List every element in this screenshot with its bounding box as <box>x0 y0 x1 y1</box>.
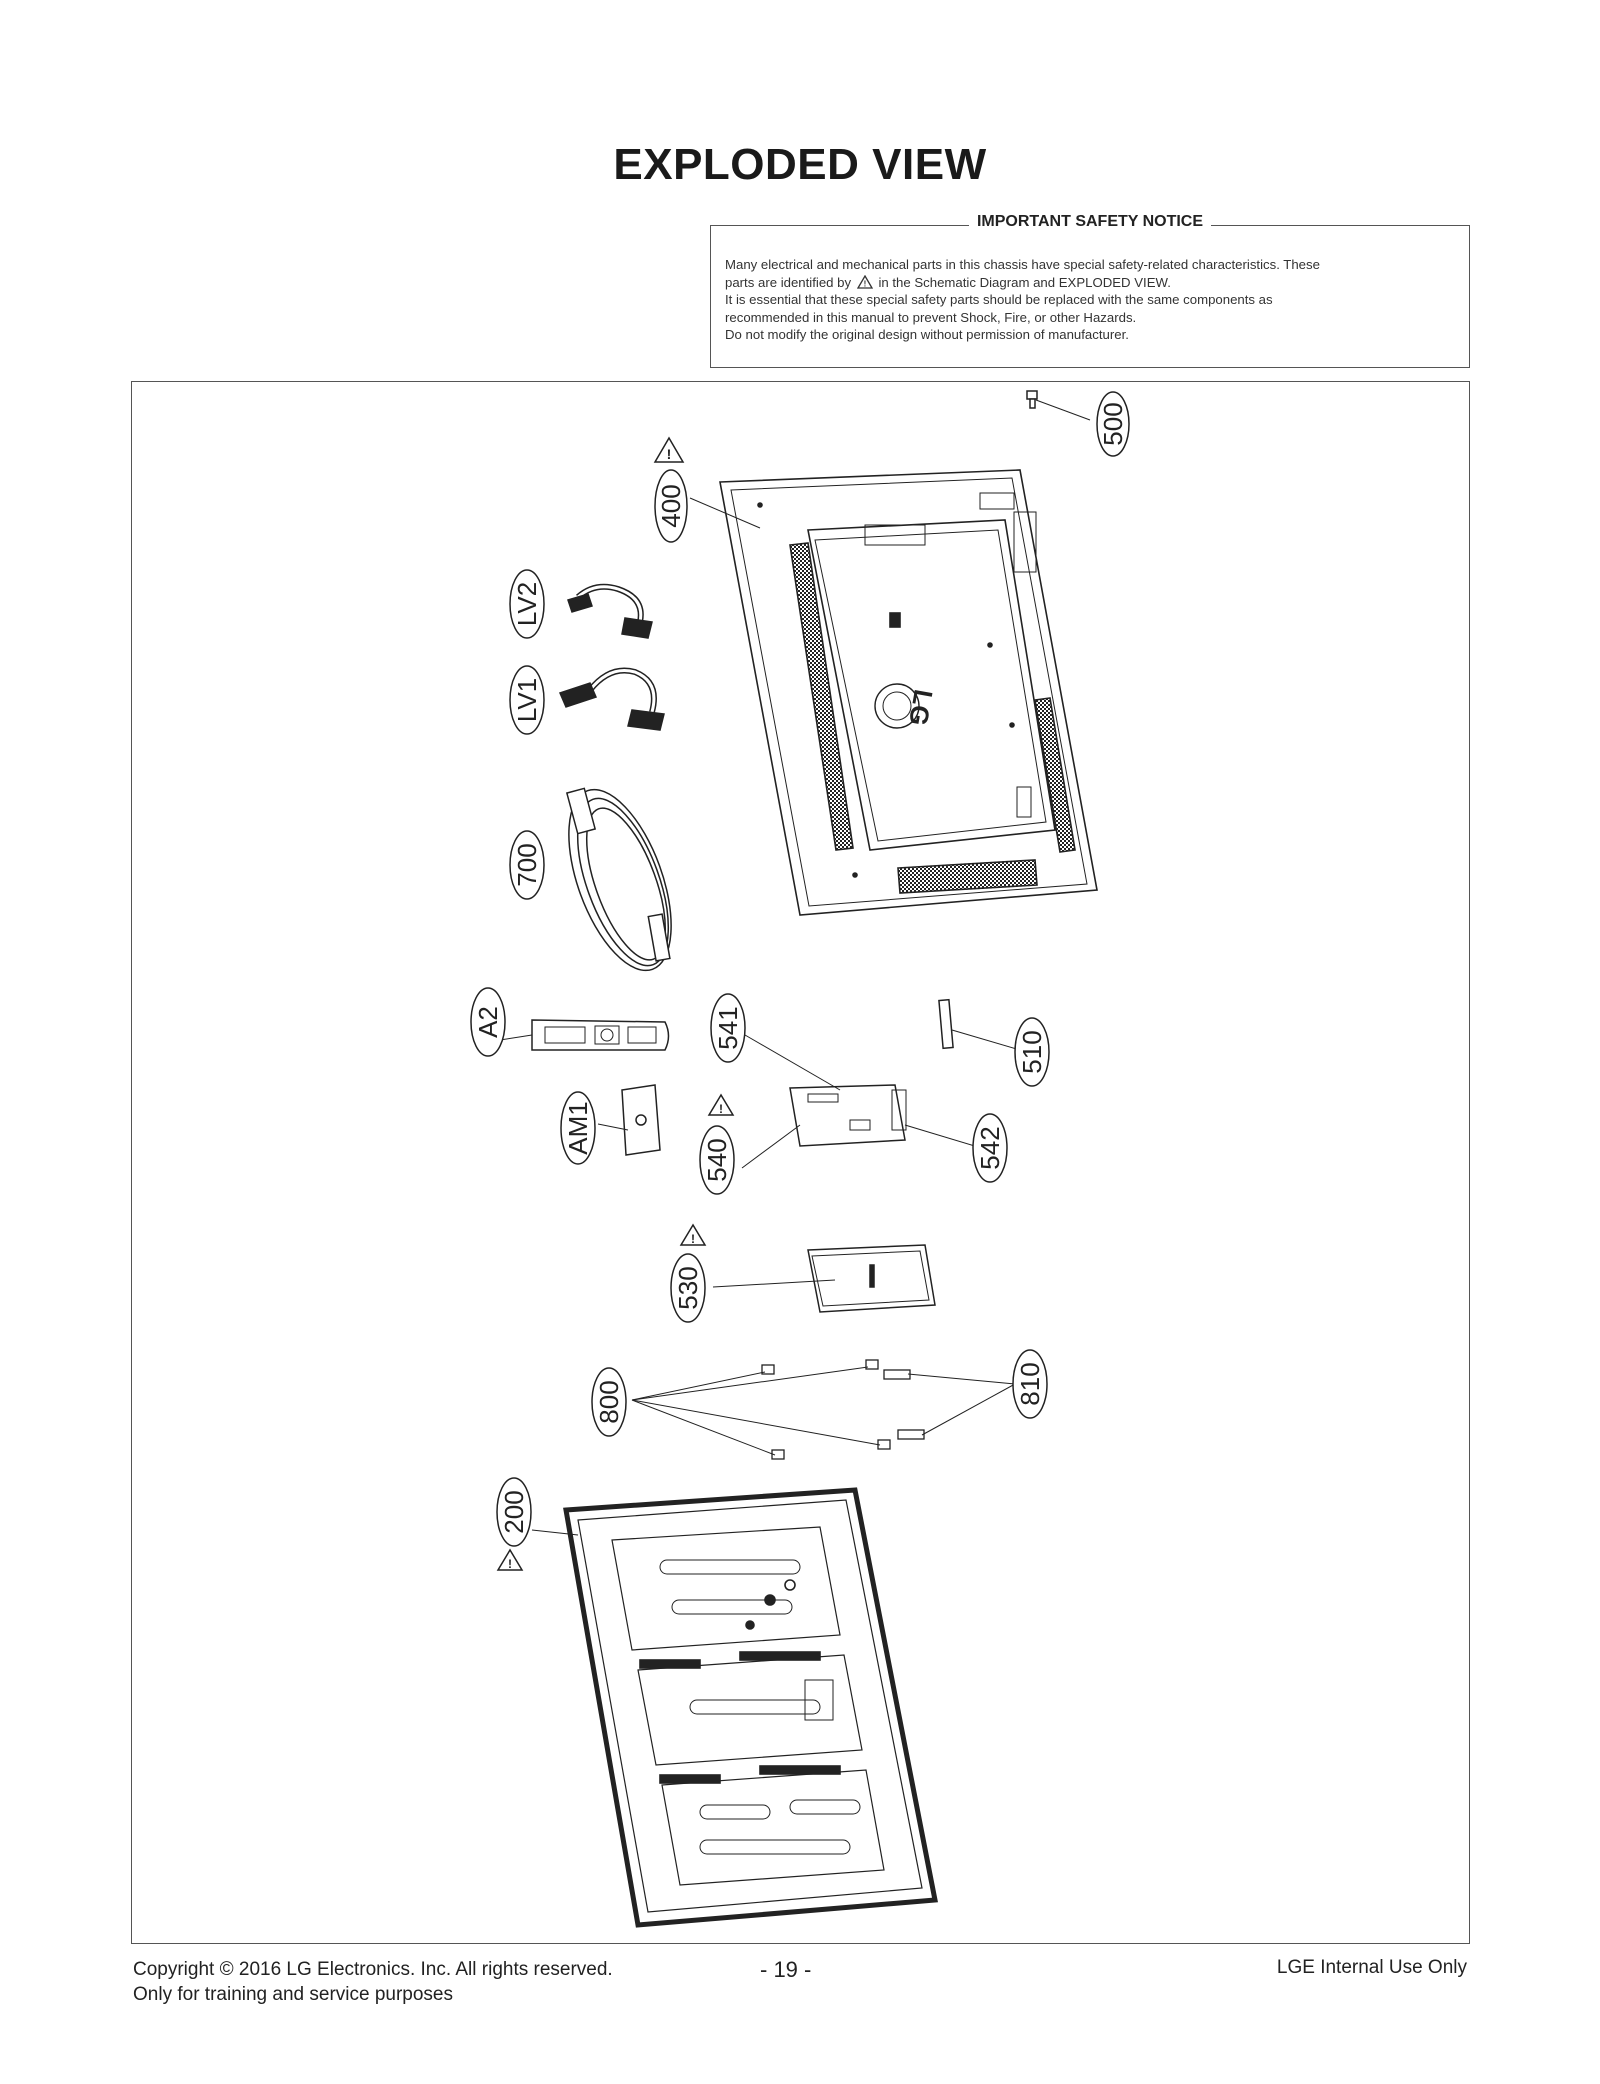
page-number: - 19 - <box>760 1957 812 1982</box>
part-lv2-cable <box>567 583 653 639</box>
part-540-main-board <box>741 1034 989 1169</box>
page-title: EXPLODED VIEW <box>613 140 987 189</box>
label-542: 542 <box>975 1126 1005 1169</box>
callout-200: 200 ! <box>496 1477 532 1571</box>
label-a2: A2 <box>473 1006 503 1038</box>
warning-triangle-icon <box>496 1548 524 1571</box>
notice-line-2b: in the Schematic Diagram and EXPLODED VI… <box>878 274 1171 290</box>
part-400-back-cover: LG <box>689 469 1098 916</box>
label-700: 700 <box>512 843 542 886</box>
svg-text:!: ! <box>667 446 672 462</box>
safety-notice-text: Many electrical and mechanical parts in … <box>725 256 1455 344</box>
callout-lv1: LV1 <box>509 665 545 735</box>
callout-530: ! 530 <box>670 1223 707 1323</box>
svg-text:!: ! <box>719 1102 723 1116</box>
callout-800: 800 <box>591 1367 627 1437</box>
notice-line-5: Do not modify the original design withou… <box>725 327 1129 342</box>
safety-notice-heading: IMPORTANT SAFETY NOTICE <box>968 213 1212 230</box>
label-540: 540 <box>702 1138 732 1181</box>
callout-541: 541 <box>710 993 746 1063</box>
part-500-screw <box>1026 390 1091 421</box>
warning-triangle-icon <box>707 1093 735 1116</box>
notice-line-4: recommended in this manual to prevent Sh… <box>725 309 1137 325</box>
callout-lv2: LV2 <box>509 569 545 639</box>
part-am1-bracket <box>597 1084 661 1156</box>
lg-logo: LG <box>903 687 939 728</box>
callout-am1: AM1 <box>560 1091 596 1165</box>
notice-line-1: Many electrical and mechanical parts in … <box>725 257 1320 272</box>
callout-542: 542 <box>972 1113 1008 1183</box>
svg-text:!: ! <box>691 1232 695 1246</box>
warning-triangle-icon: ! <box>856 274 873 289</box>
notice-line-2a: parts are identified by <box>725 274 852 290</box>
label-541: 541 <box>713 1006 743 1049</box>
callout-500: 500 <box>1096 391 1130 457</box>
label-lv2: LV2 <box>512 582 542 626</box>
label-810: 810 <box>1015 1362 1045 1405</box>
part-800-810-screws <box>631 1359 1016 1460</box>
footer-copyright: Copyright © 2016 LG Electronics. Inc. Al… <box>133 1957 613 2007</box>
part-lv1-cable <box>558 667 665 731</box>
label-200: 200 <box>499 1490 529 1533</box>
internal-use-label: LGE Internal Use Only <box>1276 1957 1467 1978</box>
label-510: 510 <box>1017 1030 1047 1073</box>
svg-text:!: ! <box>863 279 866 288</box>
callout-a2: A2 <box>470 987 506 1057</box>
label-530: 530 <box>673 1266 703 1309</box>
label-500: 500 <box>1098 402 1128 445</box>
label-am1: AM1 <box>563 1101 593 1154</box>
callout-510: 510 <box>1014 1017 1050 1087</box>
callout-540: ! 540 <box>699 1093 735 1195</box>
callout-810: 810 <box>1012 1349 1048 1419</box>
part-700-power-cord <box>565 787 672 972</box>
label-lv1: LV1 <box>512 678 542 722</box>
part-510-bracket <box>938 998 1021 1051</box>
warning-triangle-icon <box>653 436 685 463</box>
label-400: 400 <box>656 484 686 527</box>
purpose-text: Only for training and service purposes <box>133 1984 453 2005</box>
svg-text:!: ! <box>508 1557 512 1571</box>
notice-line-2: parts are identified by ! in the Schemat… <box>725 274 1455 292</box>
exploded-view-diagram: 500 LG ! 400 LV2 <box>470 390 1130 1928</box>
part-200-lcd-module <box>531 1487 938 1928</box>
warning-triangle-icon <box>679 1223 707 1246</box>
notice-line-3: It is essential that these special safet… <box>725 292 1273 307</box>
diagram-frame <box>131 381 1470 1944</box>
callout-700: 700 <box>509 830 545 900</box>
copyright-text: Copyright © 2016 LG Electronics. Inc. Al… <box>133 1959 613 1980</box>
label-800: 800 <box>594 1380 624 1423</box>
safety-notice-box: IMPORTANT SAFETY NOTICE Many electrical … <box>710 213 1470 368</box>
callout-400: ! 400 <box>653 436 688 543</box>
part-530-power-board <box>712 1244 936 1313</box>
part-a2-remote <box>499 1019 670 1051</box>
